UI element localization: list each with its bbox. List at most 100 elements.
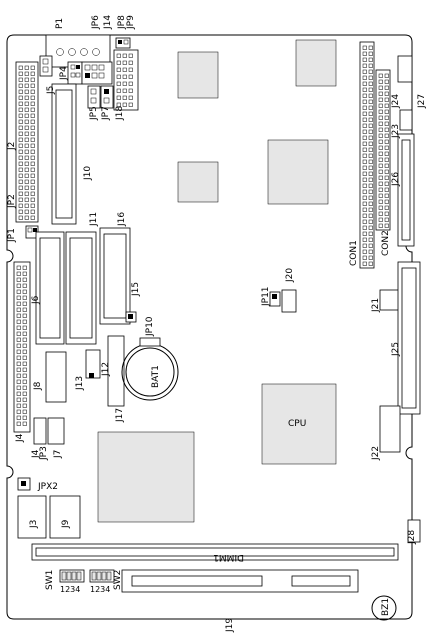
header-pin	[116, 53, 121, 58]
header-pin	[384, 187, 389, 192]
header-pin	[362, 51, 367, 56]
header-pin	[368, 171, 373, 176]
header-pin	[384, 97, 389, 102]
header-pin	[362, 195, 367, 200]
header-pin	[368, 75, 373, 80]
header-pin	[22, 325, 27, 330]
header-pin	[362, 63, 367, 68]
header-pin	[18, 143, 23, 148]
header-pin	[122, 74, 127, 79]
header-pin	[368, 237, 373, 242]
header-pin	[368, 249, 373, 254]
header-pin	[16, 313, 21, 318]
header-pin	[368, 93, 373, 98]
header-pin	[18, 167, 23, 172]
header-pin	[368, 177, 373, 182]
header-pin	[22, 337, 27, 342]
header-pin	[362, 111, 367, 116]
label-bat1: BAT1	[151, 365, 161, 388]
j12-header	[85, 349, 101, 379]
header-pin	[116, 81, 121, 86]
header-pin	[30, 95, 35, 100]
label-j19: J19	[225, 618, 235, 633]
j16-header	[99, 227, 131, 325]
header-pin	[30, 119, 35, 124]
header-pin	[368, 45, 373, 50]
header-pin	[30, 203, 35, 208]
header-pin	[384, 211, 389, 216]
header-pin	[128, 81, 133, 86]
label-jp8: JP8	[117, 15, 127, 30]
header-pin	[362, 243, 367, 248]
header-pin	[128, 53, 133, 58]
header-pin	[18, 83, 23, 88]
header-pin	[362, 45, 367, 50]
header-pin	[18, 71, 23, 76]
header-pin	[30, 83, 35, 88]
header-pin	[16, 385, 21, 390]
header-pin	[30, 143, 35, 148]
header-pin	[378, 187, 383, 192]
header-pin	[116, 102, 121, 107]
header-pin	[378, 217, 383, 222]
header-pin	[362, 99, 367, 104]
header-pin	[24, 89, 29, 94]
j21-header	[379, 289, 401, 311]
header-pin	[384, 91, 389, 96]
header-pin	[30, 125, 35, 130]
header-pin	[30, 137, 35, 142]
header-pin	[24, 65, 29, 70]
header-pin	[22, 373, 27, 378]
header-pin	[362, 225, 367, 230]
header-pin	[362, 165, 367, 170]
header-pin	[384, 73, 389, 78]
header-pin	[18, 155, 23, 160]
header-pin	[30, 131, 35, 136]
header-pin	[16, 379, 21, 384]
header-pin	[368, 51, 373, 56]
header-pin	[16, 415, 21, 420]
buzzer-bz1	[371, 595, 397, 621]
header-pin	[22, 397, 27, 402]
label-j26: J26	[391, 172, 401, 187]
header-pin	[378, 193, 383, 198]
header-pin	[24, 83, 29, 88]
header-pin	[24, 137, 29, 142]
j22-header	[379, 405, 401, 453]
header-pin	[368, 111, 373, 116]
header-pin	[24, 143, 29, 148]
j11-header	[65, 231, 97, 345]
header-pin	[378, 199, 383, 204]
header-pin	[384, 133, 389, 138]
header-pin	[18, 101, 23, 106]
header-pin	[362, 87, 367, 92]
con1-header	[359, 41, 375, 269]
j23-header	[399, 109, 413, 131]
header-pin	[24, 77, 29, 82]
header-pin	[24, 119, 29, 124]
header-pin	[384, 163, 389, 168]
j7-header	[47, 417, 65, 445]
header-pin	[116, 95, 121, 100]
header-pin	[30, 161, 35, 166]
header-pin	[16, 295, 21, 300]
header-pin	[24, 215, 29, 220]
header-pin	[24, 155, 29, 160]
header-pin	[16, 349, 21, 354]
j5-header	[39, 55, 53, 77]
header-pin	[378, 211, 383, 216]
header-pin	[16, 397, 21, 402]
header-pin	[122, 60, 127, 65]
header-pin	[384, 175, 389, 180]
header-pin	[368, 81, 373, 86]
header-pin	[22, 379, 27, 384]
label-con1: CON1	[349, 240, 359, 266]
header-pin	[18, 185, 23, 190]
header-pin	[18, 77, 23, 82]
header-pin	[378, 169, 383, 174]
jp8-header	[115, 37, 131, 49]
header-pin	[378, 121, 383, 126]
header-pin	[18, 89, 23, 94]
chip-mid-large	[267, 139, 329, 205]
header-pin	[22, 295, 27, 300]
